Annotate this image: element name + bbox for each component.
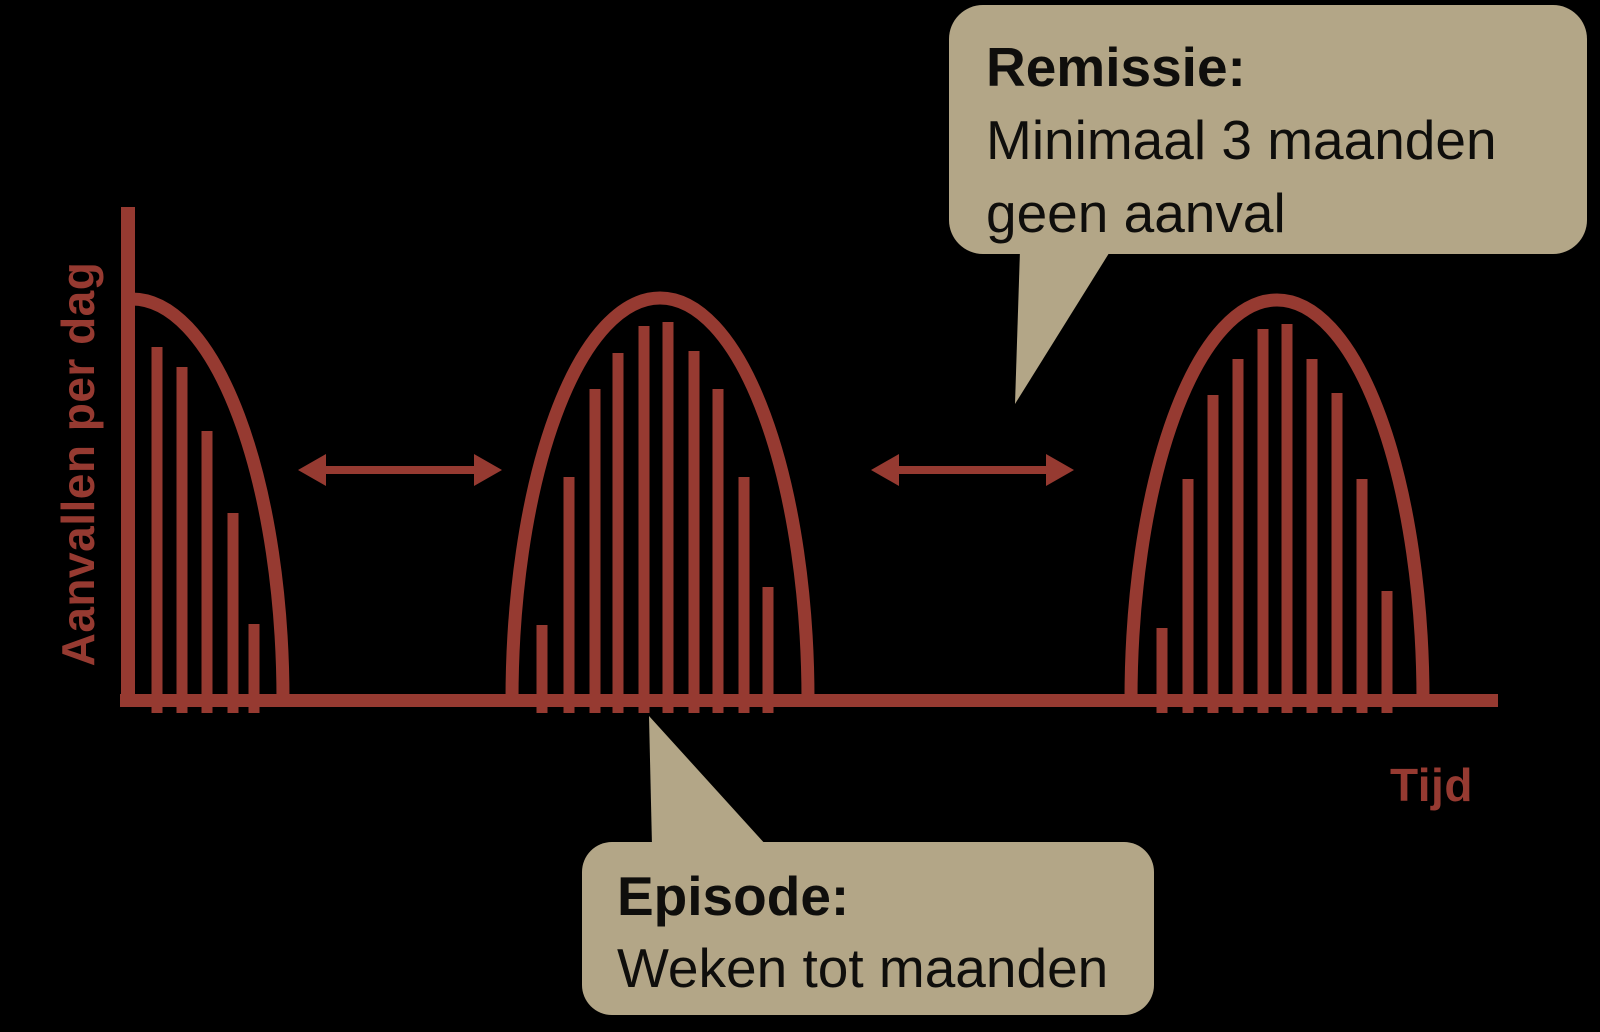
episode-3-bar-1	[1156, 628, 1168, 713]
episode-1-bar-2	[176, 367, 188, 713]
episode-callout-title: Episode:	[617, 865, 850, 927]
episode-3-envelope	[1124, 293, 1430, 701]
episode-callout: Episode: Weken tot maanden	[582, 842, 1154, 1015]
episode-3-bar-3	[1207, 395, 1219, 713]
episode-3-bar-4	[1232, 359, 1244, 713]
remission-callout-title: Remissie:	[986, 36, 1246, 98]
remission-arrow-2-right-head	[1046, 454, 1074, 486]
episode-2-bar-7	[688, 351, 700, 713]
episode-2-bar-1	[536, 625, 548, 713]
episode-3-bar-8	[1331, 393, 1343, 713]
remission-arrow-2-left-head	[871, 454, 899, 486]
episode-3-bar-9	[1356, 479, 1368, 713]
remission-arrow-1-left-head	[298, 454, 326, 486]
episode-2-bar-8	[712, 389, 724, 713]
episode-2-bar-10	[762, 587, 774, 713]
x-axis-line	[120, 694, 1498, 707]
episode-2-bar-3	[589, 389, 601, 713]
remission-callout: Remissie: Minimaal 3 maanden geen aanval	[949, 5, 1587, 254]
episode-1-bar-1	[151, 347, 163, 713]
episode-3-bar-2	[1182, 479, 1194, 713]
episode-3-bar-10	[1381, 591, 1393, 713]
episode-callout-tail	[649, 716, 767, 846]
episode-2-bar-6	[662, 322, 674, 713]
remission-callout-line-2: geen aanval	[986, 182, 1286, 244]
remission-callout-line-1: Minimaal 3 maanden	[986, 109, 1497, 171]
remission-arrow-1-right-head	[474, 454, 502, 486]
episode-1-bar-5	[248, 624, 260, 713]
episode-3-bar-6	[1281, 324, 1293, 713]
episode-1-bar-4	[227, 513, 239, 713]
y-axis-line	[121, 207, 135, 707]
x-axis-label: Tijd	[1390, 759, 1473, 811]
episode-2-bar-2	[563, 477, 575, 713]
episode-2-bar-9	[738, 477, 750, 713]
episode-3-bar-7	[1306, 359, 1318, 713]
episode-2-envelope	[505, 291, 815, 701]
y-axis-label: Aanvallen per dag	[52, 261, 104, 667]
episode-2-bar-5	[638, 326, 650, 713]
episode-2-bar-4	[612, 353, 624, 713]
chart-layer	[120, 207, 1498, 713]
remission-callout-tail	[1015, 250, 1111, 404]
episode-1-envelope	[131, 292, 290, 701]
episode-1-bar-3	[201, 431, 213, 713]
episode-3-bar-5	[1257, 329, 1269, 713]
episode-callout-line-1: Weken tot maanden	[617, 937, 1109, 999]
